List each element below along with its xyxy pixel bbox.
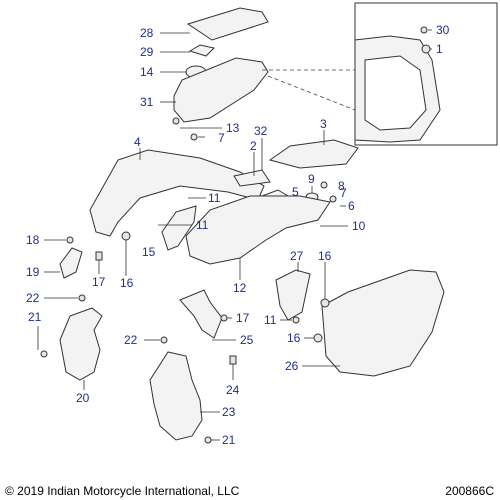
copyright-text: © 2019 Indian Motorcycle International, …	[5, 484, 240, 498]
callout-22a: 22	[26, 291, 40, 305]
part-32-module	[233, 169, 271, 187]
callout-14: 14	[140, 65, 154, 79]
callout-11c: 11	[264, 313, 277, 327]
callout-29: 29	[140, 45, 154, 59]
callout-28: 28	[140, 26, 154, 40]
part-22-nut-a	[78, 294, 86, 302]
callout-20: 20	[76, 391, 90, 405]
callout-25: 25	[240, 333, 254, 347]
part-19-small-cover	[59, 247, 83, 279]
callout-18: 18	[26, 233, 40, 247]
callout-4: 4	[134, 135, 141, 149]
part-16-grommet-b	[320, 298, 330, 308]
callout-5: 5	[292, 185, 299, 199]
callout-16a: 16	[120, 276, 134, 290]
part-29-emblem	[188, 44, 216, 57]
part-30-screw	[420, 26, 428, 34]
callout-21b: 21	[222, 433, 236, 447]
part-8-screw	[320, 181, 328, 189]
part-31-console	[173, 57, 269, 123]
callout-8: 8	[338, 179, 345, 193]
part-20-lower-bracket	[59, 307, 103, 381]
callout-16c: 16	[287, 331, 301, 345]
part-13-screw	[172, 117, 180, 125]
callout-26: 26	[285, 359, 299, 373]
part-15-bracket	[161, 205, 197, 251]
callout-3: 3	[320, 117, 327, 131]
callout-7a: 7	[218, 131, 225, 145]
part-27-bracket	[275, 269, 311, 321]
part-12-tray	[185, 195, 331, 265]
callout-24: 24	[226, 383, 240, 397]
callout-12: 12	[233, 281, 247, 295]
callout-2: 2	[250, 139, 257, 153]
callout-21a: 21	[28, 310, 42, 324]
callout-19: 19	[26, 265, 40, 279]
callout-32: 32	[254, 124, 268, 138]
callout-10: 10	[352, 219, 366, 233]
part-4-tank-shell	[89, 149, 265, 237]
part-22-nut-b	[160, 336, 168, 344]
callout-9: 9	[308, 172, 315, 186]
callout-31: 31	[140, 95, 154, 109]
part-21-screw-a	[40, 350, 48, 358]
callout-16b: 16	[318, 249, 332, 263]
part-25-bracket	[179, 289, 223, 339]
part-11-screw-c	[292, 316, 300, 324]
part-24-clip	[229, 355, 237, 365]
part-17-clip-b	[220, 314, 228, 322]
callout-30: 30	[436, 23, 450, 37]
part-1-nut	[421, 44, 431, 54]
callout-13: 13	[226, 121, 240, 135]
part-28-top-cover	[186, 7, 269, 41]
part-26-side-cover	[321, 269, 445, 377]
part-16-grommet-c	[313, 333, 323, 343]
part-7-washer-b	[329, 195, 337, 203]
part-17-clip-a	[95, 251, 103, 261]
callout-23: 23	[222, 405, 236, 419]
callout-22b: 22	[124, 333, 138, 347]
figure-id: 200866C	[445, 484, 494, 498]
part-7-washer-a	[190, 133, 198, 141]
callout-17b: 17	[236, 311, 250, 325]
part-18-screw	[66, 236, 74, 244]
callout-15: 15	[142, 245, 156, 259]
part-23-lower-cover	[149, 351, 203, 441]
callout-11a: 11	[208, 191, 221, 205]
inset-console-opening	[364, 55, 427, 131]
callout-27: 27	[290, 249, 304, 263]
callout-17a: 17	[92, 275, 106, 289]
part-3-cover	[268, 139, 359, 169]
callout-11b: 11	[196, 218, 209, 232]
callout-6: 6	[348, 199, 355, 213]
part-21-screw-b	[204, 436, 212, 444]
part-16-grommet-a	[121, 231, 131, 241]
callout-1: 1	[436, 42, 443, 56]
inset-connector-b	[267, 75, 356, 111]
callout-7b: 7	[340, 186, 347, 200]
